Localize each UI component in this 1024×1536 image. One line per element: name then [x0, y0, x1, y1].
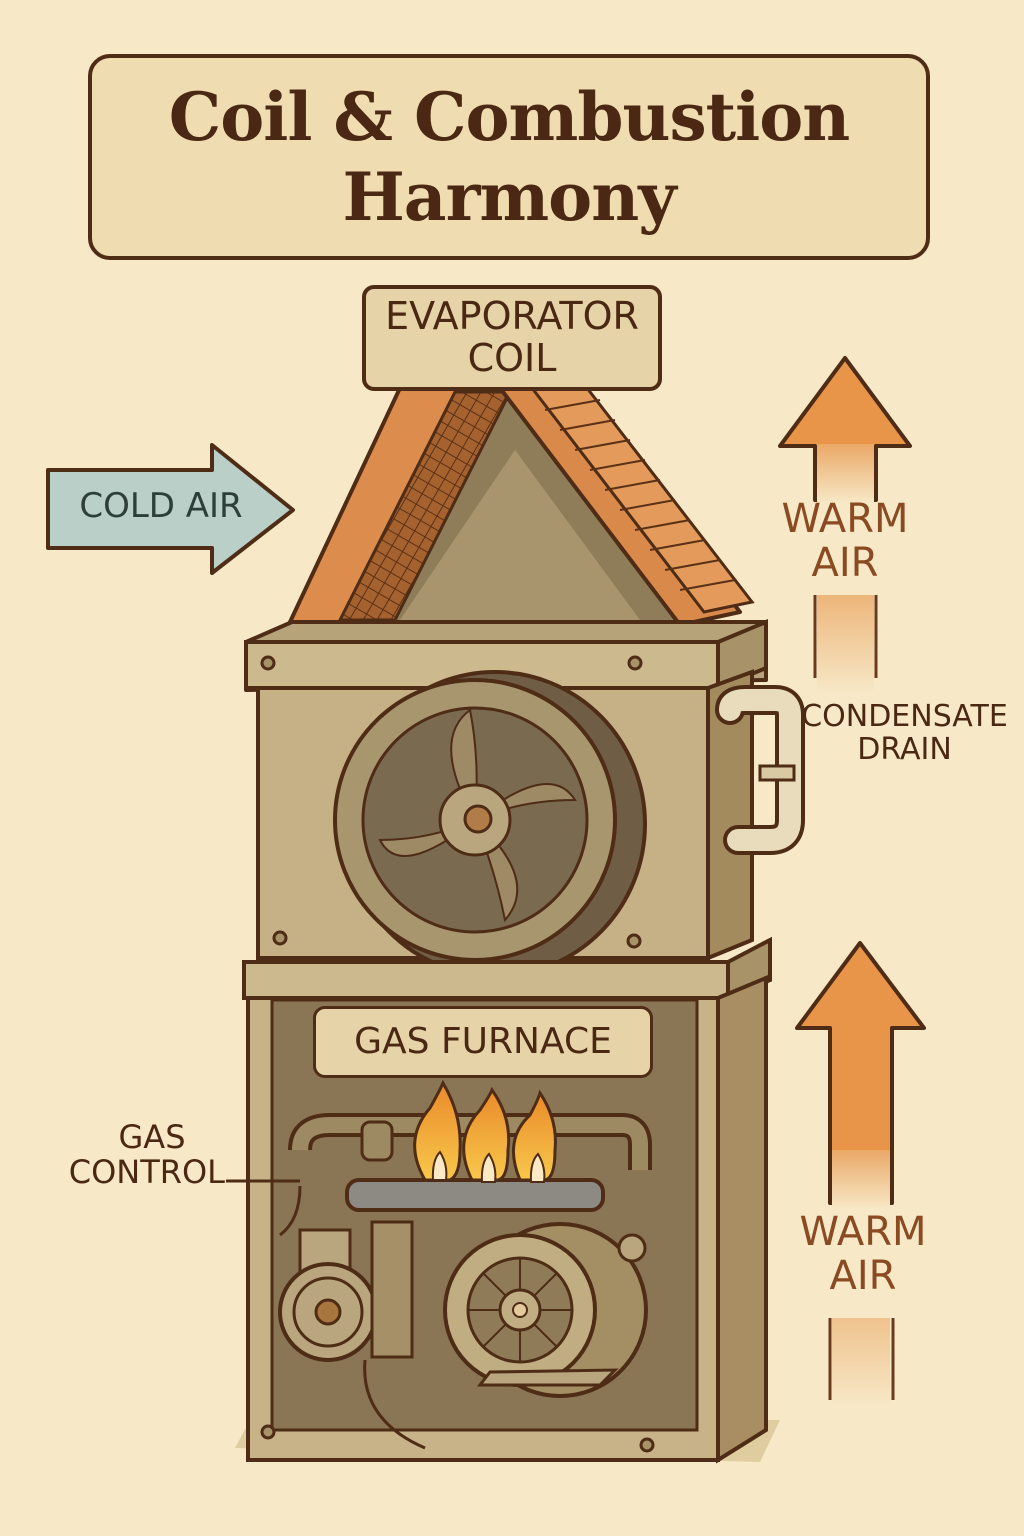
warm-air-lower-line-2: AIR [829, 1253, 897, 1299]
warm-air-arrow-upper [778, 356, 912, 695]
gas-furnace-label: GAS FURNACE [313, 1006, 653, 1078]
gas-control-line-2: CONTROL [68, 1153, 225, 1192]
warm-air-arrow-lower [795, 941, 926, 1408]
title-line-1: Coil & Combustion [168, 78, 850, 156]
cold-air-label: COLD AIR [79, 486, 243, 526]
gas-furnace-text: GAS FURNACE [354, 1021, 612, 1063]
warm-air-upper-line-1: WARM [781, 496, 909, 542]
title-line-2: Harmony [342, 158, 676, 236]
evaporator-line-1: EVAPORATOR [385, 294, 639, 339]
condensate-line-1: CONDENSATE [801, 699, 1008, 734]
warm-air-lower-line-1: WARM [799, 1209, 927, 1255]
warm-air-upper-line-2: AIR [811, 540, 879, 586]
gas-control-line-1: GAS [118, 1118, 186, 1156]
condensate-line-2: DRAIN [857, 732, 952, 767]
gas-control-label: GAS CONTROL [55, 1118, 225, 1192]
evaporator-line-2: COIL [467, 336, 557, 380]
burner-assembly [279, 1113, 652, 1237]
title-banner: Coil & Combustion Harmony [88, 54, 930, 260]
warm-air-label-upper: WARM AIR [760, 497, 930, 585]
blower-motor-icon [443, 1222, 648, 1398]
condensate-drain-pipe [715, 685, 805, 855]
blower-fan-icon [333, 670, 647, 978]
condensate-drain-label: CONDENSATE DRAIN [797, 700, 1012, 766]
cold-air-arrow [46, 443, 295, 575]
warm-air-label-lower: WARM AIR [778, 1210, 948, 1298]
inducer-motor-icon [278, 1220, 426, 1450]
evaporator-coil [288, 386, 755, 627]
burner-flames-icon [413, 1079, 557, 1183]
evaporator-coil-label: EVAPORATOR COIL [362, 285, 662, 391]
